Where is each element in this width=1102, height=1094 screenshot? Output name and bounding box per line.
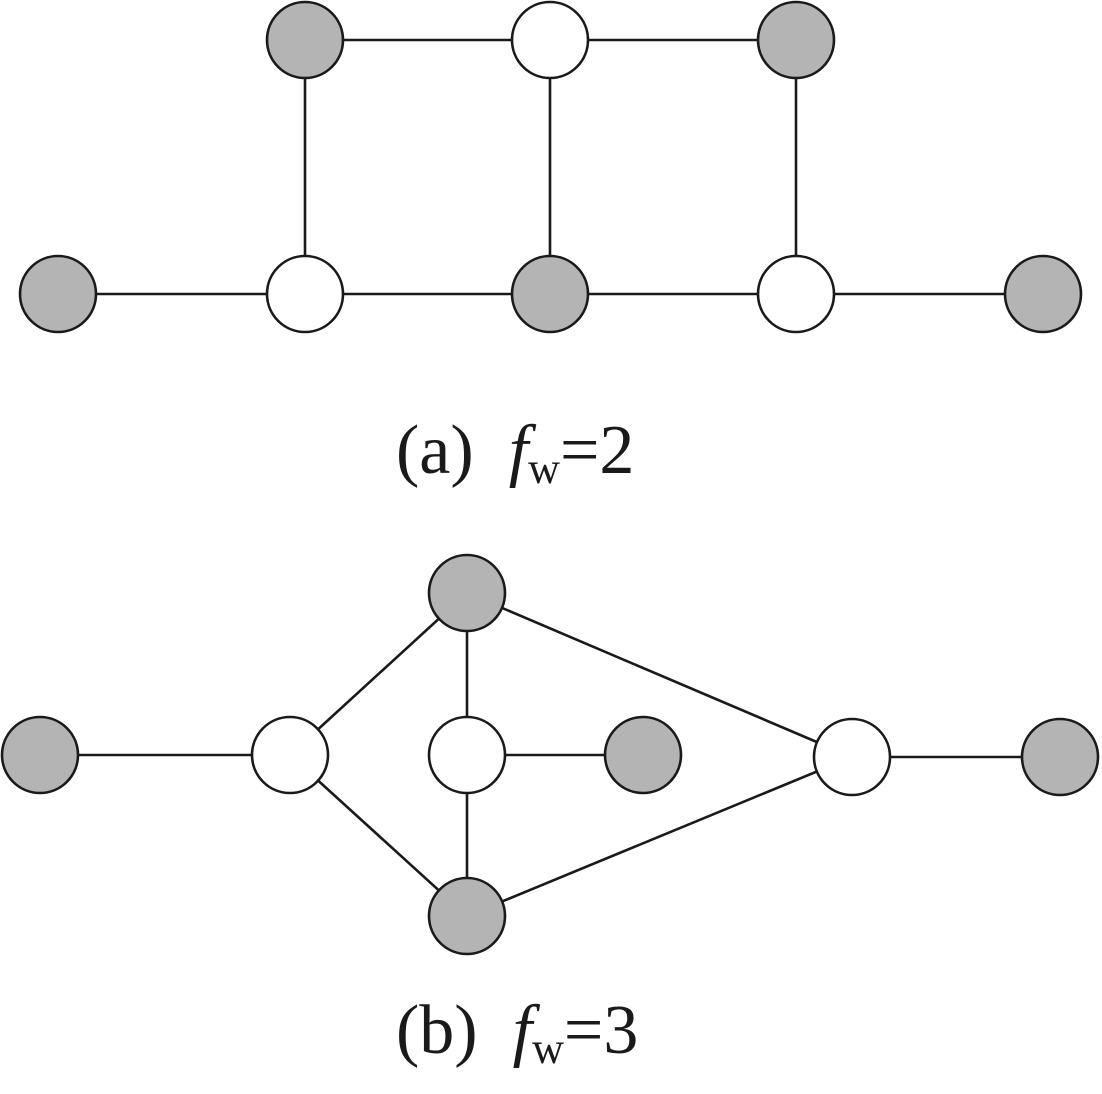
edge-b-bottom-to-b-right-hub: [466, 755, 853, 918]
node-b-top-filled: [427, 553, 507, 633]
node-a-bottom-3-filled: [510, 254, 590, 334]
node-b-center-empty: [427, 715, 507, 795]
caption-a-label: (a): [396, 412, 474, 489]
node-a-bottom-1-filled: [18, 254, 98, 334]
caption-b-value: =3: [563, 992, 639, 1069]
caption-a: (a) fw=2: [396, 416, 634, 491]
edge-b-hub-to-b-bottom: [289, 754, 468, 917]
node-a-bottom-5-filled: [1003, 254, 1083, 334]
node-b-hub-empty: [250, 715, 330, 795]
edge-b-hub-to-b-top: [289, 592, 468, 756]
node-b-center-right-filled: [603, 715, 683, 795]
caption-a-subscript: w: [528, 444, 560, 493]
caption-a-value: =2: [559, 412, 635, 489]
node-a-top-middle-empty: [510, 0, 590, 80]
caption-a-symbol: f: [508, 412, 529, 489]
node-a-bottom-4-empty: [756, 254, 836, 334]
node-b-left-filled: [0, 715, 80, 795]
node-b-far-right-filled: [1020, 717, 1100, 797]
nodes-layer: [0, 0, 1100, 956]
caption-b: (b) fw=3: [396, 996, 638, 1071]
node-b-right-hub-empty: [812, 717, 892, 797]
caption-b-label: (b): [396, 992, 478, 1069]
node-b-bottom-filled: [427, 876, 507, 956]
node-a-top-left-filled: [265, 0, 345, 80]
edge-b-top-to-b-right-hub: [466, 591, 853, 759]
node-a-bottom-2-empty: [265, 254, 345, 334]
caption-b-subscript: w: [532, 1024, 564, 1073]
caption-b-symbol: f: [512, 992, 533, 1069]
node-a-top-right-filled: [756, 0, 836, 80]
